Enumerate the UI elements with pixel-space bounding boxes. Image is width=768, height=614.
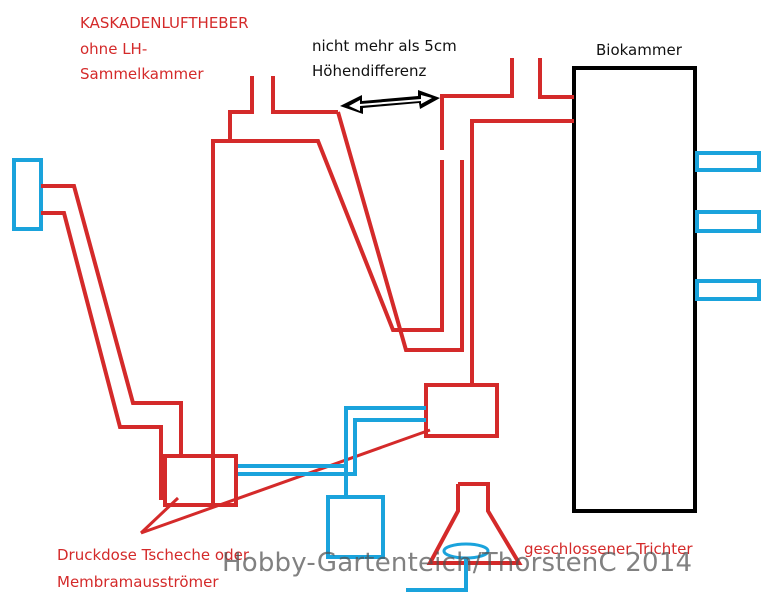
trichter-label: geschlossener Trichter xyxy=(524,540,693,558)
biokammer-label: Biokammer xyxy=(596,41,682,59)
outlet-middle xyxy=(695,210,761,233)
outlet-bottom xyxy=(695,279,761,301)
pipe-left-inner xyxy=(41,211,163,500)
funnel-air-line xyxy=(406,558,468,592)
riser-2-top xyxy=(538,58,574,99)
riser-1-outer xyxy=(211,76,254,505)
riser-2-outer xyxy=(440,58,514,150)
biokammer-box xyxy=(572,66,697,513)
height-label-line2: Höhendifferenz xyxy=(312,62,427,80)
druckdose-label-line1: Druckdose Tscheche oder xyxy=(57,546,249,564)
pointer-line-left xyxy=(139,496,180,535)
watermark: Hobby-Gartenteich/ThorstenC 2014 xyxy=(222,548,693,578)
air-pump-box xyxy=(326,495,385,559)
title-line2: ohne LH- xyxy=(80,40,148,58)
pressure-box-2 xyxy=(424,383,499,438)
outlet-top xyxy=(695,151,761,172)
height-diff-arrow xyxy=(340,90,440,114)
riser-1-crest xyxy=(230,139,444,332)
funnel xyxy=(426,482,523,565)
air-line-bridge xyxy=(238,406,426,468)
pointer-line-long xyxy=(140,428,431,535)
air-line-bridge-inner xyxy=(238,418,426,476)
height-label-line1: nicht mehr als 5cm xyxy=(312,37,457,55)
druckdose-label-line2: Membramausströmer xyxy=(57,573,219,591)
pressure-box-1 xyxy=(163,454,238,507)
riser-1-inner xyxy=(271,76,338,114)
inlet-box xyxy=(12,158,43,231)
title-line1: KASKADENLUFTHEBER xyxy=(80,14,249,32)
title-line3: Sammelkammer xyxy=(80,65,204,83)
riser-1-down xyxy=(336,111,464,352)
pipe-left-outer xyxy=(41,184,183,458)
riser-2-inner xyxy=(470,119,574,385)
